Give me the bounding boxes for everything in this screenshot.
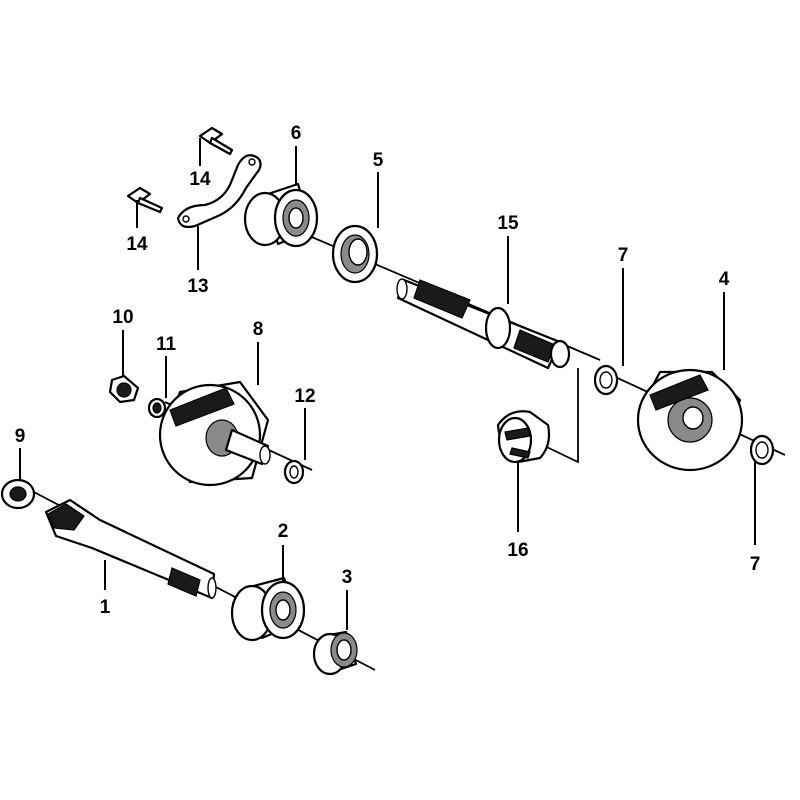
callout-6: 6 [291,123,302,144]
part-14-bolt-upper [198,126,234,156]
part-2-bearing [230,576,306,642]
part-8-gear [158,380,271,487]
part-7-circlip-lower [749,434,775,466]
part-5-oil-seal [331,224,379,284]
callout-12: 12 [294,386,315,407]
part-14-bolt-lower [126,186,164,214]
part-16-coupling [496,410,551,464]
callout-15: 15 [497,213,519,234]
part-12-washer [283,459,305,485]
part-3-oil-seal [312,630,358,676]
callout-2: 2 [278,521,289,542]
callout-11: 11 [156,334,177,355]
part-9-bearing [0,478,36,510]
callout-4: 4 [719,269,730,290]
part-11-washer [147,397,167,419]
callout-labels: 1 2 3 4 5 6 7 7 8 9 10 11 12 13 14 14 15… [15,123,761,618]
part-15-shaft [396,278,571,370]
callout-7-lower: 7 [750,554,761,575]
callout-13: 13 [187,276,208,297]
callout-14-upper: 14 [189,169,211,190]
callout-3: 3 [342,567,353,588]
callout-16: 16 [507,540,528,561]
part-6-bearing [243,182,319,248]
callout-14-lower: 14 [126,234,148,255]
callout-7-upper: 7 [618,245,629,266]
part-10-nut [108,374,140,404]
callout-1: 1 [100,597,111,618]
callout-8: 8 [253,319,264,340]
part-4-gear [636,368,744,472]
leader-lines [19,138,756,630]
callout-9: 9 [15,426,26,447]
part-1-shaft [44,498,217,600]
part-13-bracket [176,154,262,229]
callout-5: 5 [373,150,384,171]
callout-10: 10 [112,307,133,328]
part-7-circlip-upper [593,364,619,396]
